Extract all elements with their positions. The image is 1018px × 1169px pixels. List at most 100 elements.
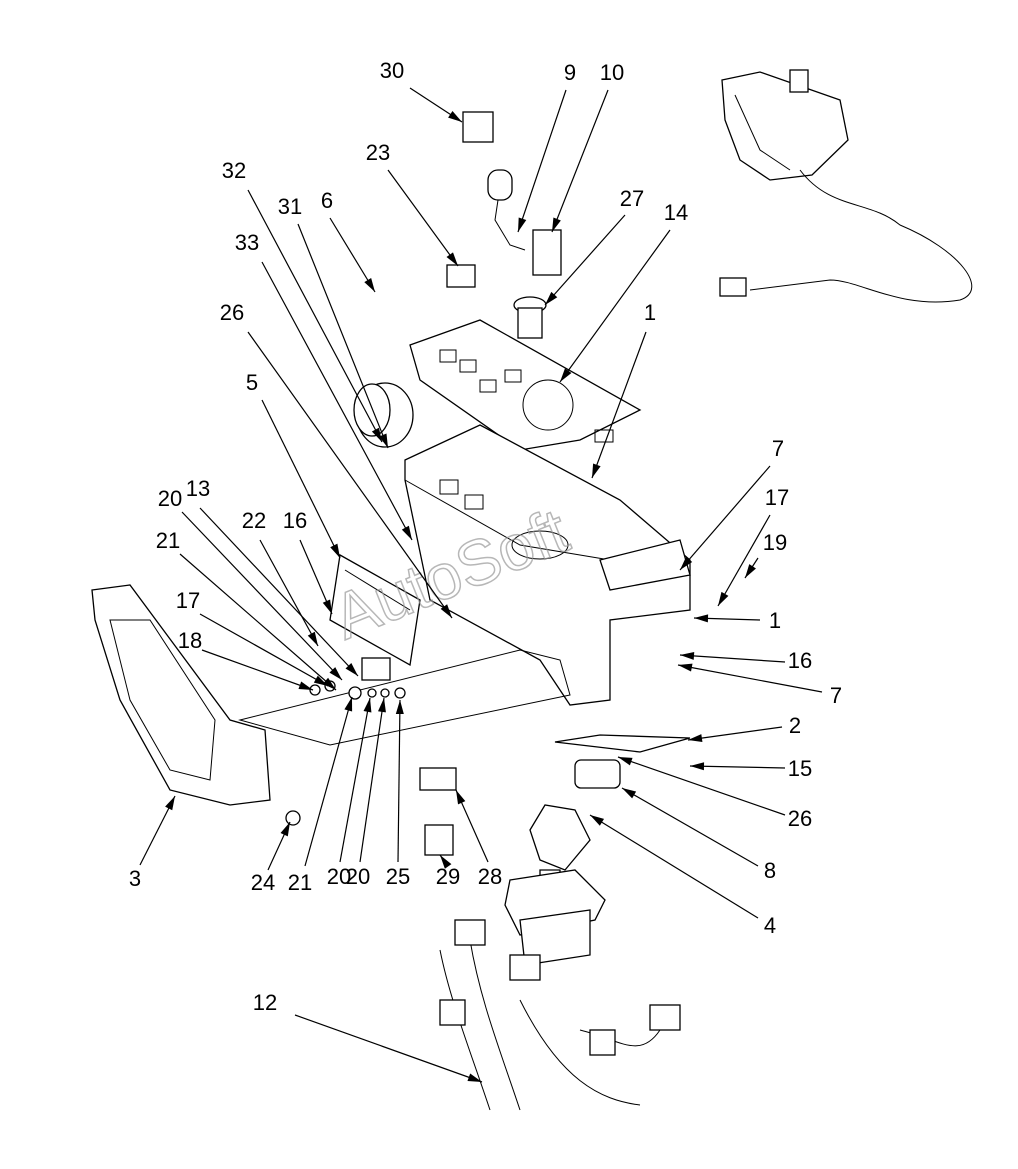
callout-6: 6 — [321, 188, 333, 213]
leader-line-7 — [679, 465, 771, 571]
leader-line-4 — [589, 814, 759, 919]
assembled-console-inset — [719, 69, 973, 303]
part-3-bezel — [91, 584, 271, 806]
leader-line-18 — [201, 649, 314, 691]
callout-8: 8 — [764, 858, 776, 883]
arrowhead-27 — [545, 291, 558, 305]
arrowhead-10 — [552, 217, 561, 232]
callout-20: 20 — [346, 864, 370, 889]
callout-23: 23 — [366, 140, 390, 165]
arrowhead-1 — [694, 614, 709, 623]
arrowhead-21 — [322, 677, 336, 690]
callout-5: 5 — [246, 370, 258, 395]
callout-14: 14 — [664, 200, 688, 225]
callout-9: 9 — [564, 60, 576, 85]
part-9-knob — [487, 169, 526, 251]
leader-line-22 — [259, 539, 319, 647]
arrowhead-15 — [690, 762, 705, 771]
callout-10: 10 — [600, 60, 624, 85]
part-4-joystick — [504, 804, 606, 966]
part-6-buzzer — [353, 382, 414, 448]
callout-32: 32 — [222, 158, 246, 183]
arrowhead-29 — [440, 855, 452, 869]
part-5-module — [329, 553, 421, 667]
callout-20: 20 — [327, 864, 351, 889]
part-14-panel — [409, 319, 642, 451]
callout-18: 18 — [178, 628, 202, 653]
leader-line-26 — [247, 331, 453, 619]
arrowhead-26 — [440, 604, 452, 618]
part-23-cap — [446, 264, 476, 288]
arrowhead-23 — [446, 252, 458, 266]
callout-20: 20 — [158, 486, 182, 511]
arrowhead-20 — [378, 698, 386, 713]
leader-line-20 — [339, 697, 371, 863]
callout-2: 2 — [789, 713, 801, 738]
callout-1: 1 — [644, 300, 656, 325]
callout-24: 24 — [251, 870, 275, 895]
leader-line-5 — [261, 399, 341, 559]
arrowhead-21 — [344, 697, 353, 712]
arrowhead-7 — [678, 663, 693, 672]
arrowhead-12 — [467, 1073, 482, 1082]
part-12-harness — [439, 919, 681, 1111]
arrowhead-17 — [718, 591, 729, 606]
part-13-connector — [361, 657, 391, 681]
callout-26: 26 — [788, 806, 812, 831]
arrowhead-14 — [560, 368, 572, 382]
console-housing — [404, 424, 691, 706]
arrowhead-16 — [680, 651, 695, 660]
arrowhead-33 — [401, 525, 412, 540]
part-10-switch — [532, 229, 562, 276]
callout-17: 17 — [176, 588, 200, 613]
callout-16: 16 — [283, 508, 307, 533]
callout-3: 3 — [129, 866, 141, 891]
arrowhead-5 — [330, 543, 340, 558]
leader-line-33 — [261, 261, 413, 541]
hardware-small-parts — [285, 680, 457, 856]
part-27-button — [513, 296, 547, 339]
arrowhead-3 — [165, 796, 175, 811]
leader-line-16 — [679, 654, 786, 663]
leader-line-21 — [304, 696, 353, 867]
callout-22: 22 — [242, 508, 266, 533]
leader-line-12 — [294, 1014, 483, 1083]
leader-line-8 — [621, 787, 759, 867]
arrowhead-9 — [518, 217, 527, 232]
callout-30: 30 — [380, 58, 404, 83]
arrowhead-2 — [688, 734, 703, 743]
leader-line-10 — [551, 89, 609, 233]
callout-17: 17 — [765, 485, 789, 510]
arrowhead-26 — [618, 757, 633, 766]
leader-line-31 — [297, 223, 389, 449]
arrowhead-30 — [448, 110, 462, 122]
part-2-plate — [554, 734, 691, 753]
arrowhead-8 — [622, 788, 637, 799]
callout-25: 25 — [386, 864, 410, 889]
callout-7: 7 — [830, 683, 842, 708]
callout-12: 12 — [253, 990, 277, 1015]
arrowhead-17 — [313, 675, 328, 686]
arrowhead-20 — [329, 667, 342, 680]
parts-drawing — [91, 69, 973, 1111]
leader-line-2 — [687, 726, 783, 741]
callout-13: 13 — [186, 476, 210, 501]
arrowhead-24 — [280, 822, 290, 837]
arrowhead-16 — [322, 599, 332, 614]
callout-33: 33 — [235, 230, 259, 255]
callout-21: 21 — [288, 870, 312, 895]
leader-line-17 — [717, 514, 771, 607]
callout-21: 21 — [156, 528, 180, 553]
leader-line-9 — [517, 89, 567, 233]
part-30-switch — [462, 111, 494, 143]
callout-1: 1 — [769, 608, 781, 633]
arrowhead-20 — [363, 698, 372, 713]
leader-line-27 — [544, 214, 626, 306]
leader-line-21 — [179, 553, 337, 691]
arrowhead-1 — [592, 463, 601, 478]
arrowhead-7 — [680, 556, 693, 570]
arrowhead-28 — [456, 790, 466, 805]
callout-7: 7 — [772, 436, 784, 461]
